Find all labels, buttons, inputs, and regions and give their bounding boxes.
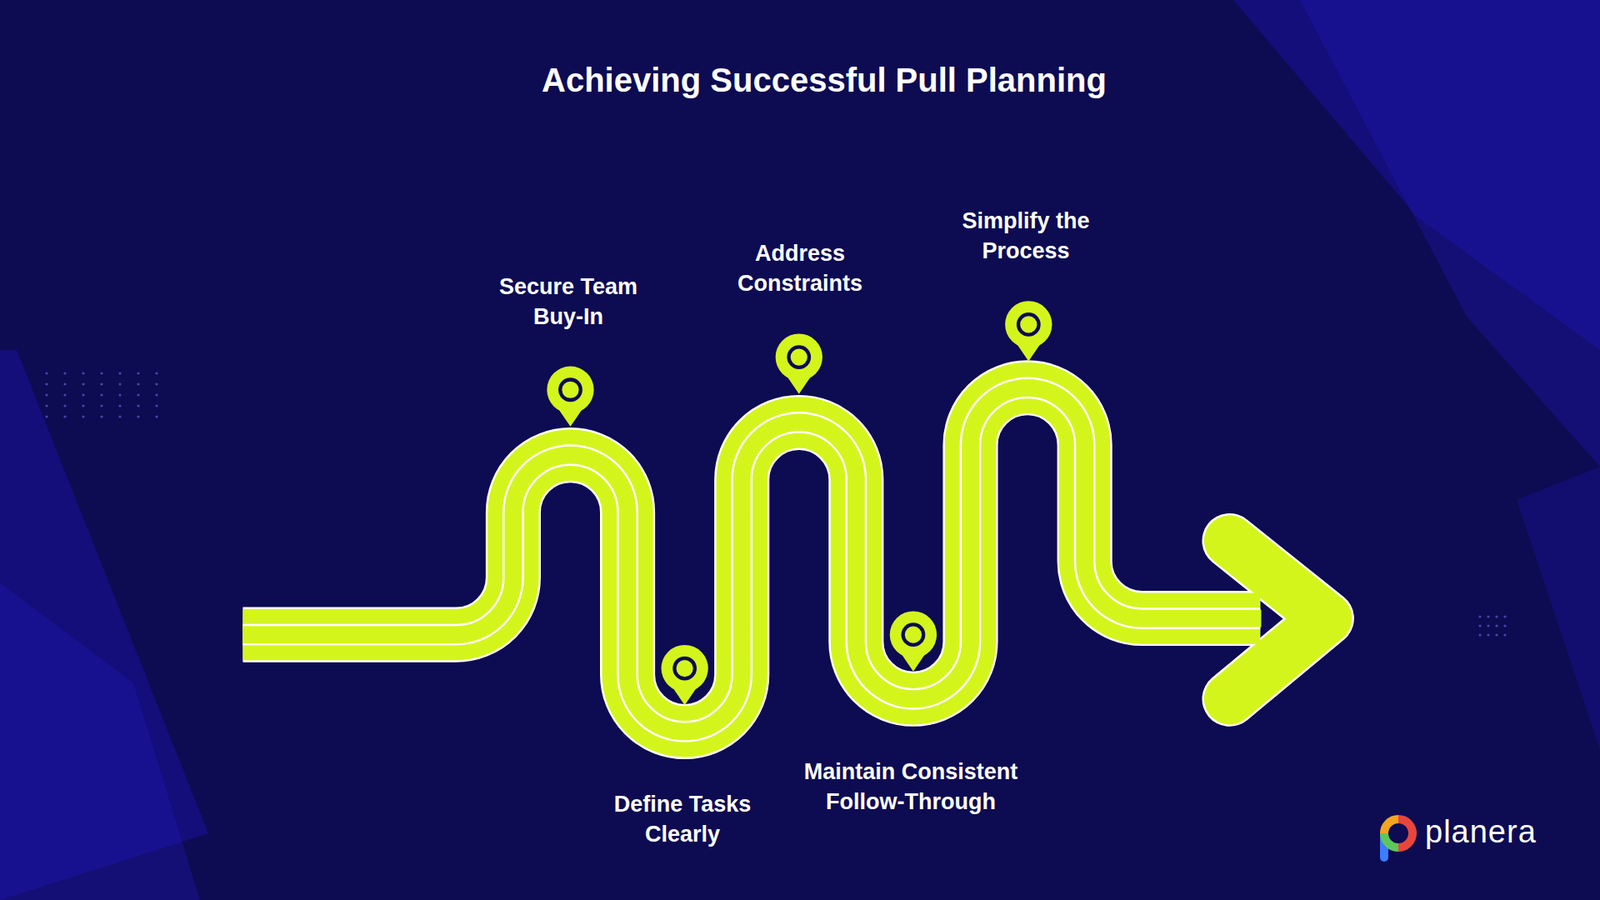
road	[242, 300, 1326, 732]
diagram-title: Achieving Successful Pull Planning	[541, 60, 1107, 100]
location-pin	[890, 610, 937, 671]
grid-dot	[118, 382, 121, 385]
grid-dot	[155, 393, 158, 396]
grid-dot	[118, 371, 121, 375]
grid-dot	[1495, 615, 1498, 618]
milestone-label: Secure Team Buy-In	[485, 271, 652, 332]
grid-dot	[136, 415, 140, 418]
logo-wordmark: planera	[1425, 812, 1537, 851]
grid-dot	[1503, 615, 1506, 618]
location-pin	[546, 366, 594, 427]
grid-dot	[81, 393, 85, 396]
grid-dot	[1495, 624, 1498, 627]
grid-dot	[81, 371, 85, 375]
grid-dot	[100, 415, 103, 418]
grid-dot	[1486, 633, 1490, 636]
grid-dot	[45, 415, 48, 418]
grid-dot	[45, 393, 48, 396]
road-center	[242, 387, 1261, 732]
location-pin	[1005, 300, 1052, 361]
grid-dot	[155, 415, 158, 418]
grid-dot	[118, 404, 121, 407]
grid-dot	[100, 393, 103, 396]
grid-dot	[100, 404, 103, 407]
grid-dot	[155, 371, 158, 375]
grid-dot	[1478, 615, 1481, 618]
corner-shape	[0, 583, 200, 900]
grid-dot	[136, 404, 140, 407]
grid-dot	[45, 382, 48, 385]
grid-dot	[1478, 633, 1481, 636]
grid-dot	[63, 393, 66, 396]
grid-dot	[1495, 633, 1498, 636]
grid-dot	[118, 393, 121, 396]
grid-dot	[1503, 633, 1506, 636]
milestone-label: Maintain Consistent Follow-Through	[781, 756, 1040, 817]
grid-dot	[1486, 615, 1490, 618]
grid-dot	[45, 371, 48, 375]
corner-shape	[1516, 466, 1600, 750]
grid-dot	[81, 382, 85, 385]
grid-dot	[1486, 624, 1490, 627]
grid-dot	[63, 415, 66, 418]
grid-dot	[63, 404, 66, 407]
grid-dot	[136, 382, 140, 385]
grid-dot	[155, 382, 158, 385]
location-pin	[660, 645, 708, 705]
milestone-label: Address Constraints	[712, 238, 888, 299]
corner-shape	[0, 350, 209, 900]
location-pin	[775, 333, 823, 394]
grid-dot	[1503, 624, 1506, 627]
grid-dot	[45, 404, 48, 407]
grid-dot	[63, 382, 66, 385]
grid-dot	[136, 371, 140, 375]
grid-dot	[81, 404, 85, 407]
grid-dot	[63, 371, 66, 375]
grid-dot	[1478, 624, 1481, 627]
grid-dot	[81, 415, 85, 418]
grid-dot	[155, 404, 158, 407]
grid-dot	[100, 371, 103, 375]
grid-dot	[118, 415, 121, 418]
corner-shape	[1300, 0, 1600, 467]
logo-icon	[1380, 819, 1413, 862]
milestone-label: Define Tasks Clearly	[595, 789, 770, 850]
milestone-label: Simplify the Process	[938, 205, 1114, 266]
grid-dot	[136, 393, 140, 396]
grid-dot	[100, 382, 103, 385]
